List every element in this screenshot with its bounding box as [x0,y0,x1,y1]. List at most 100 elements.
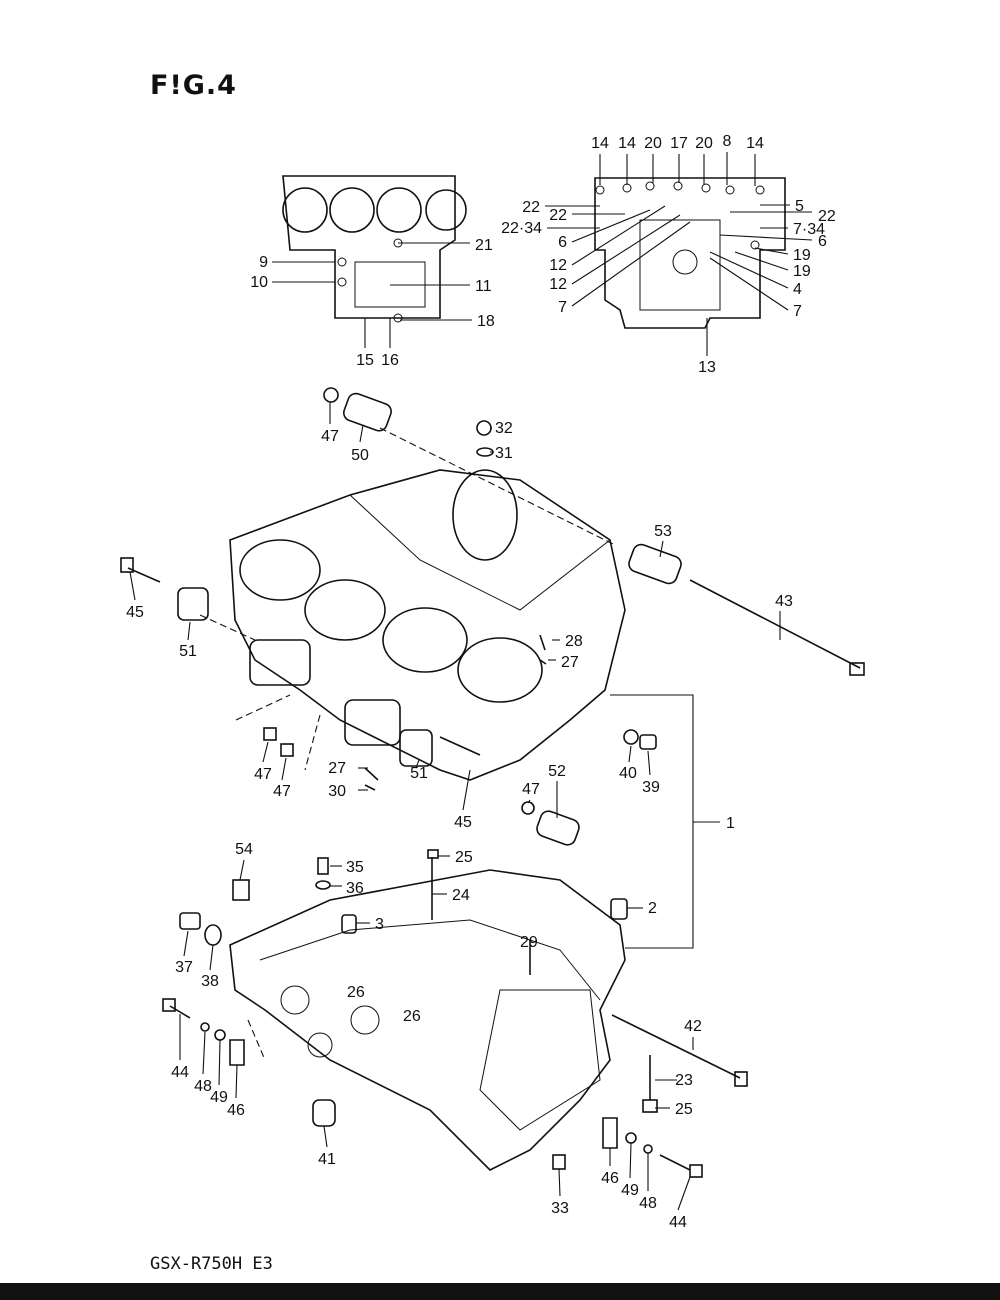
callout-number: 45 [126,604,144,621]
callout-number: 52 [548,763,566,780]
figure-title: F!G.4 [150,70,237,101]
callout-number: 11 [475,278,492,295]
callout-number: 40 [619,765,637,782]
leader-line [187,621,191,641]
reference-lines [199,427,720,1061]
leader-line [527,799,531,804]
lower-crankcase-bottom-view [594,177,786,329]
lower-crankcase [229,869,626,1171]
callout-number: 31 [495,445,513,462]
callout-number: 22 [522,199,540,216]
callout-number: 13 [698,359,716,376]
callout-number: 15 [356,352,374,369]
leader-line [571,205,666,266]
leader-line [628,745,632,763]
leader-line [129,571,136,601]
callout-number: 28 [565,633,583,650]
upper-crankcase [229,469,626,781]
callout-number: 43 [775,593,793,610]
callout-number: 5 [795,198,804,215]
leader-line [629,1142,632,1179]
callout-number: 9 [259,254,268,271]
callout-number: 2 [648,900,657,917]
leader-line [647,750,651,776]
callout-number: 14 [746,135,764,152]
callout-number: 37 [175,959,193,976]
callout-number: 26 [347,984,365,1001]
callout-number: 38 [201,973,219,990]
leader-line [754,247,789,255]
leader-line [218,1039,221,1086]
callout-number: 14 [591,135,609,152]
callout-number: 20 [695,135,713,152]
callout-number: 35 [346,859,364,876]
callout-number: 46 [227,1102,245,1119]
callout-number: 44 [669,1214,687,1231]
callout-number: 47 [321,428,339,445]
callout-number: 1 [726,815,735,832]
leader-line [677,1176,691,1211]
callout-number: 22·34 [501,220,542,237]
callout-number: 41 [318,1151,336,1168]
callout-number: 54 [235,841,253,858]
callout-number: 21 [475,237,493,254]
callout-number: 24 [452,887,470,904]
leader-line [281,757,287,781]
callout-number: 45 [454,814,472,831]
callout-number: 49 [621,1182,639,1199]
hardware [120,387,865,1178]
leader-line [359,424,364,443]
callout-number: 18 [477,313,495,330]
callout-number: 47 [522,781,540,798]
callout-number: 50 [351,447,369,464]
leader-line [719,234,813,241]
callout-number: 48 [639,1195,657,1212]
callout-number: 22 [549,207,567,224]
callout-number: 6 [818,233,827,250]
bottom-border [0,1283,1000,1300]
callout-number: 42 [684,1018,702,1035]
leader-line [239,859,245,881]
leader-line [235,1064,238,1099]
callout-number: 14 [618,135,636,152]
leader-line [659,540,664,558]
callout-number: 47 [273,783,291,800]
leader-line [734,251,789,271]
callout-number: 7 [558,299,567,316]
leader-line [709,251,789,289]
callout-number: 48 [194,1078,212,1095]
callout-number: 7 [793,303,802,320]
callout-number: 27 [561,654,579,671]
callout-number: 4 [793,281,802,298]
callout-number: 51 [179,643,197,660]
callout-number: 46 [601,1170,619,1187]
callout-number: 49 [210,1089,228,1106]
leader-line [462,769,471,811]
callout-number: 8 [723,133,732,150]
leader-line [709,257,789,311]
callout-number: 23 [675,1072,693,1089]
leader-line [571,221,691,307]
callout-number: 7·34 [793,221,825,238]
callout-number: 30 [328,783,346,800]
callout-number: 32 [495,420,513,437]
callout-number: 44 [171,1064,189,1081]
callout-number: 6 [558,234,567,251]
leader-line [183,930,189,957]
callout-number: 36 [346,880,364,897]
callout-number: 19 [793,247,811,264]
callout-number: 22 [818,208,836,225]
callout-number: 16 [381,352,399,369]
leader-line [323,1125,328,1148]
callout-number: 27 [328,760,346,777]
callout-number: 12 [549,257,567,274]
leader-line [415,759,420,769]
leader-line [202,1031,206,1075]
leader-line [558,1168,561,1197]
callout-number: 3 [375,916,384,933]
callout-number: 10 [250,274,268,291]
callout-number: 53 [654,523,672,540]
